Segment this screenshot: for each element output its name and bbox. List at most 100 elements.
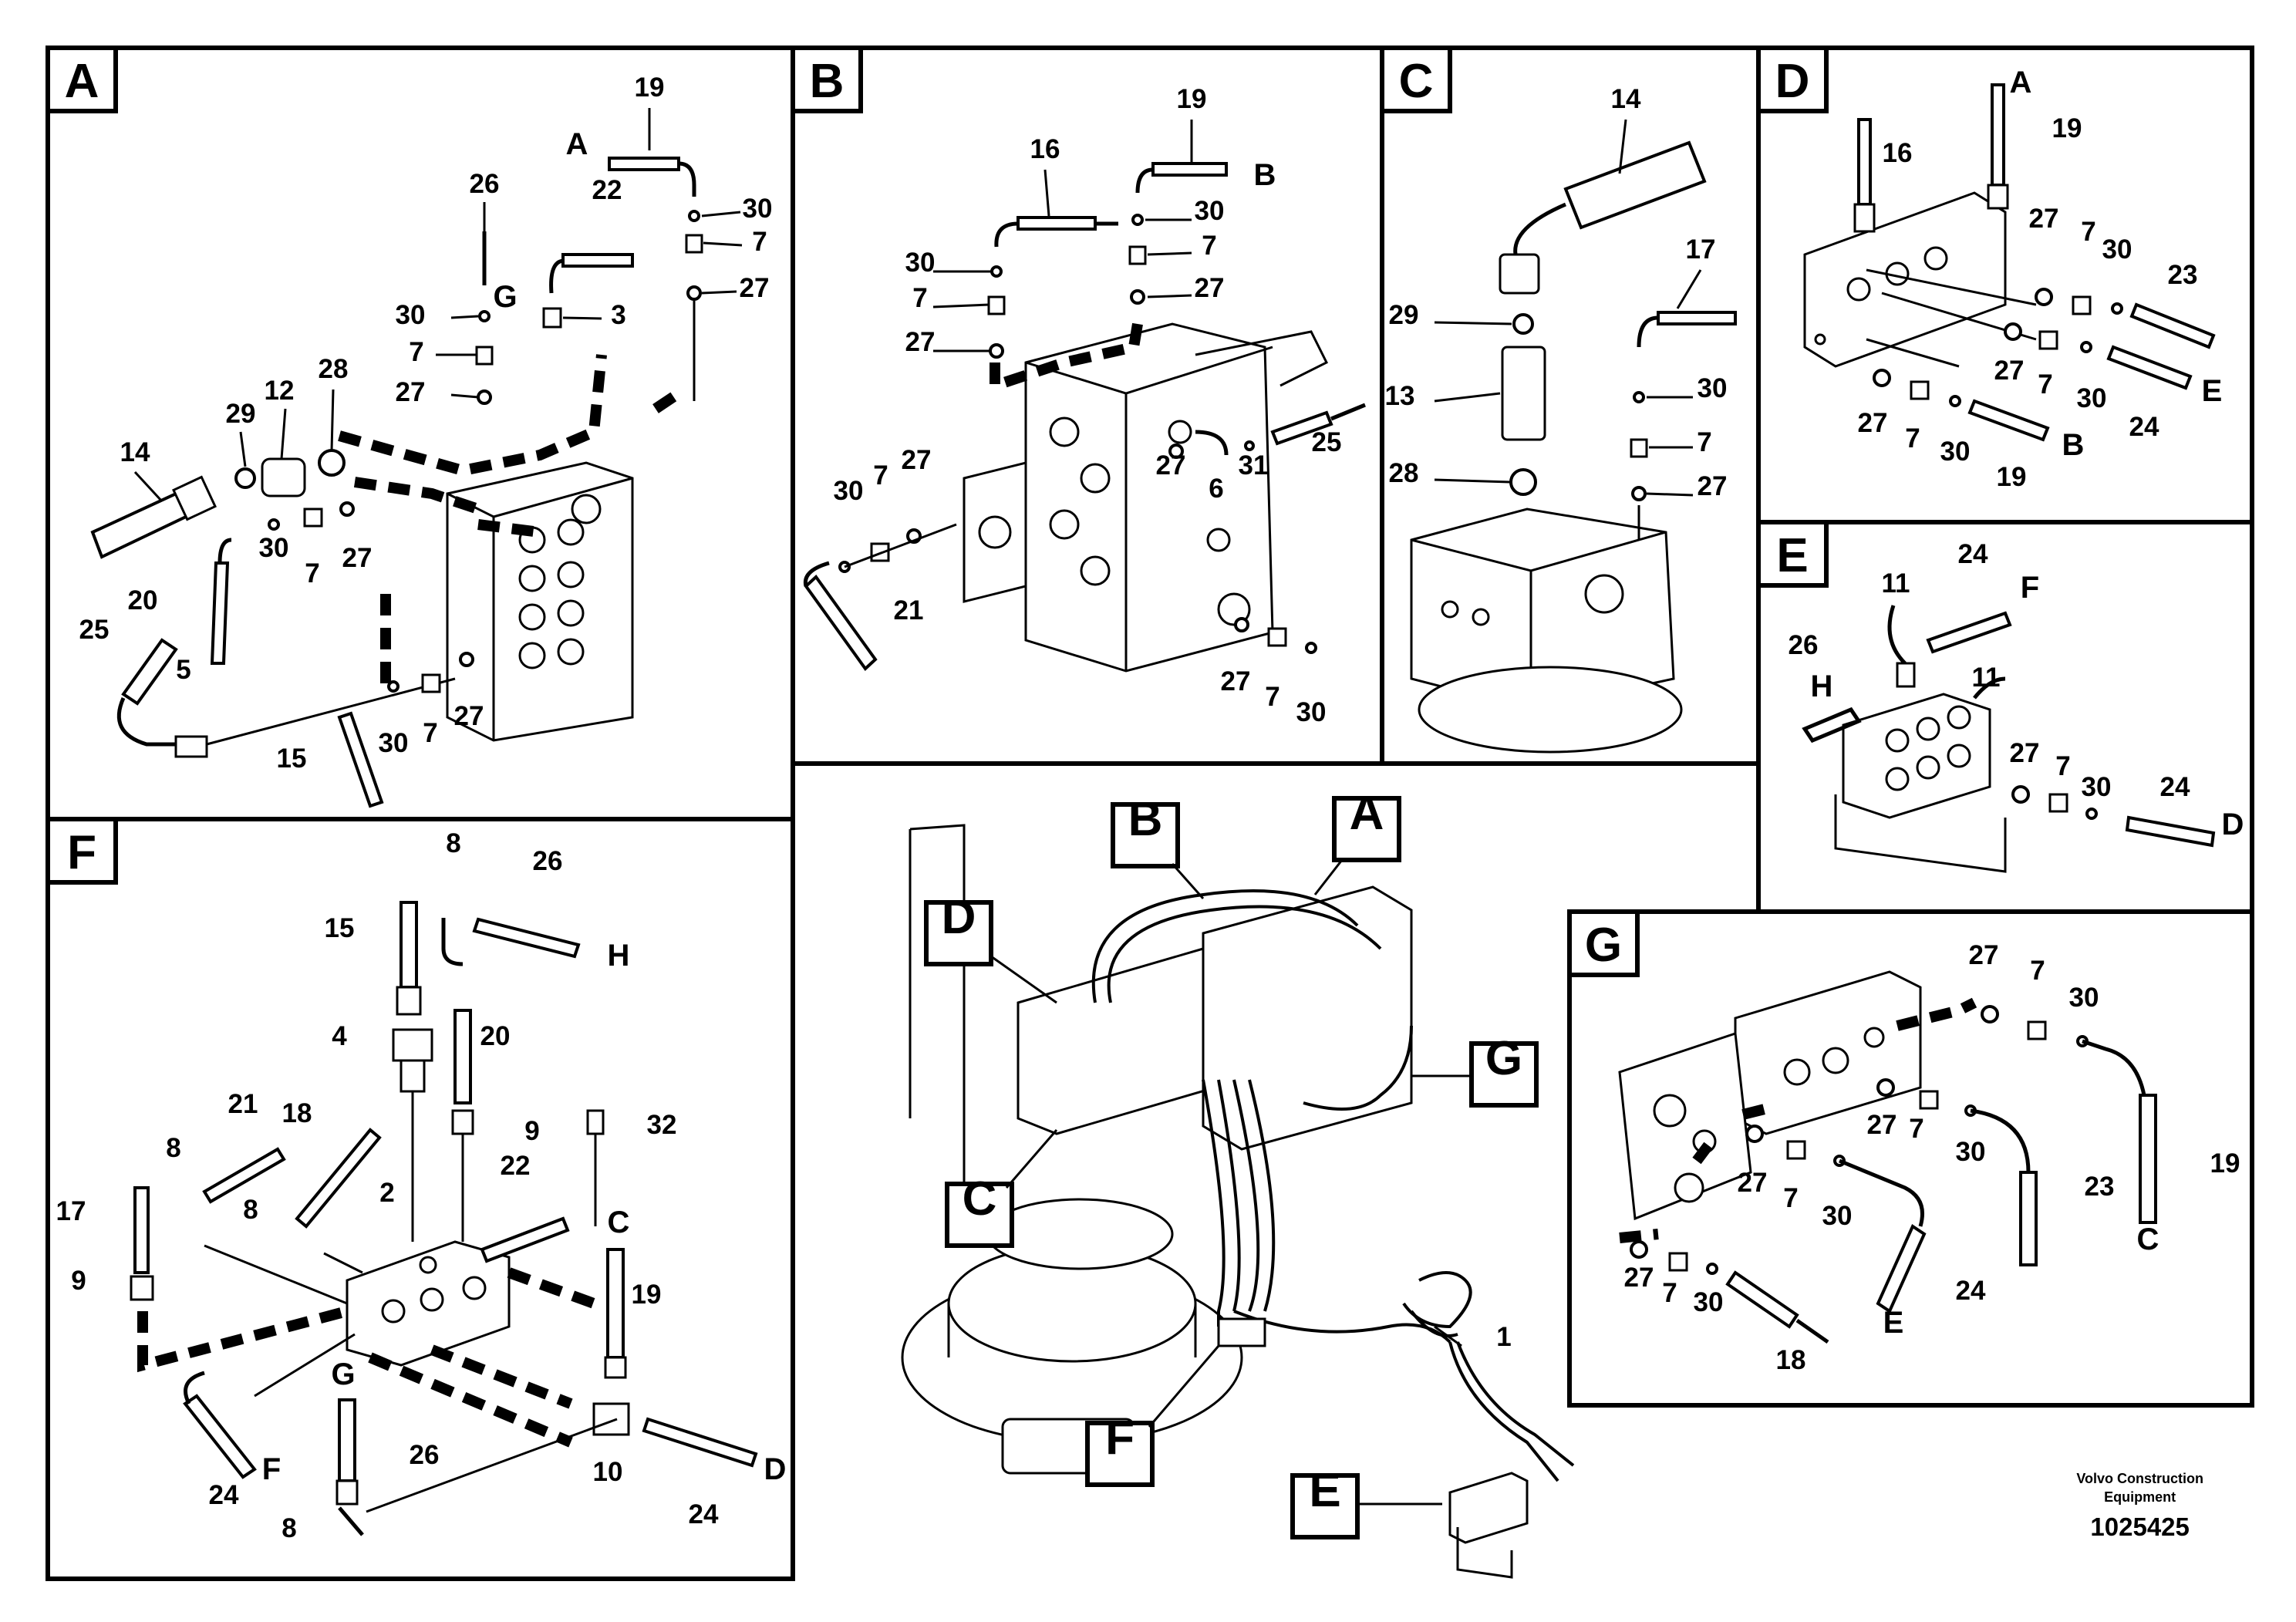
panel-f-frame (46, 817, 795, 1581)
panel-f-callout: 10 (593, 1457, 623, 1487)
overview-drawing (901, 824, 1575, 1579)
panel-a-callout: 12 (265, 376, 295, 406)
panel-e-callout: D (2222, 808, 2244, 841)
panel-g-callout: E (1883, 1306, 1904, 1340)
panel-a-drawing (90, 108, 743, 808)
panel-a-callout: 14 (120, 437, 150, 467)
panel-g-callout: 27 (1738, 1168, 1768, 1198)
panel-d-callout: 23 (2168, 260, 2198, 290)
panel-b-callout: 31 (1239, 450, 1269, 481)
panel-f-callout: 2 (379, 1178, 394, 1208)
panel-g-frame (1567, 909, 2254, 1408)
panel-f-callout: 24 (689, 1499, 719, 1529)
panel-f-drawing (130, 901, 758, 1536)
panel-f-callout: 8 (243, 1195, 258, 1225)
panel-c-callout: 27 (1698, 471, 1728, 501)
footer: Volvo Construction Equipment 1025425 (2076, 1469, 2203, 1542)
panel-f-callout: 26 (410, 1440, 440, 1470)
panel-a-callout: 7 (752, 227, 767, 257)
panel-f-callout: D (764, 1452, 787, 1486)
panel-f-callout: F (262, 1452, 281, 1486)
panel-d-label: D (1775, 55, 1810, 108)
panel-a-callout: 30 (743, 194, 773, 224)
panel-c-callout: 14 (1611, 84, 1641, 114)
document-number: 1025425 (2090, 1512, 2190, 1541)
panel-e-callout: 26 (1789, 630, 1819, 660)
panel-b-callout: 27 (902, 445, 932, 475)
panel-a-callout: 30 (259, 533, 289, 563)
overview-callout-d: D (942, 891, 976, 944)
panel-b-label: B (810, 55, 845, 108)
panel-g-callout: 30 (2069, 983, 2099, 1013)
panel-g-callout: 18 (1776, 1345, 1806, 1375)
panel-b-callout: 21 (894, 595, 924, 626)
panel-g-callout: 7 (1783, 1183, 1798, 1213)
panel-g-callout: 27 (1867, 1110, 1897, 1140)
panel-a-callout: 27 (396, 377, 426, 407)
panel-g-callout: 27 (1624, 1263, 1654, 1293)
panel-corner-labels: A B C D E F G (46, 46, 1829, 977)
panel-c-callout: 30 (1698, 373, 1728, 403)
panel-a-callout: 15 (277, 744, 307, 774)
brand-line-1: Volvo Construction (2076, 1471, 2203, 1486)
panel-g-callout: 7 (1909, 1114, 1923, 1144)
panel-g-callout: 30 (1956, 1137, 1986, 1167)
panel-g-callout: 19 (2210, 1148, 2240, 1179)
panel-c-callout: 28 (1389, 458, 1419, 488)
panel-d-callout: 27 (2029, 204, 2059, 234)
panel-c-callout: 17 (1686, 234, 1716, 265)
panel-g-callout: 27 (1969, 940, 1999, 970)
panel-f-callout: H (608, 939, 630, 973)
panel-b-callout: 6 (1209, 474, 1223, 504)
panel-a-callout: 20 (128, 585, 158, 615)
panel-f-callout: 26 (533, 846, 563, 876)
panel-d-callout: 7 (2081, 217, 2095, 247)
panel-b-callout: 27 (905, 327, 936, 357)
panel-b-callout: 7 (1202, 231, 1216, 261)
panel-e-callout: F (2021, 571, 2039, 605)
panel-d-callout: 24 (2129, 412, 2159, 442)
panel-g-callout: 30 (1822, 1201, 1853, 1231)
panel-g-label: G (1585, 919, 1622, 972)
panel-c-callout: 29 (1389, 300, 1419, 330)
panel-g-callout: 7 (1662, 1278, 1677, 1308)
panel-overview-callout: 1 (1496, 1322, 1511, 1352)
panel-d-callout: 7 (1905, 423, 1920, 454)
panel-d-callout: B (2062, 428, 2085, 462)
panel-f-callout: 32 (647, 1110, 677, 1140)
panel-b-callout: 7 (1265, 682, 1279, 712)
panel-d-callout: 7 (2038, 369, 2052, 400)
overview-callout-e: E (1309, 1464, 1340, 1517)
panel-g-drawing (1618, 970, 2157, 1344)
panel-a-label: A (65, 55, 99, 108)
panel-a-callout: 27 (342, 543, 373, 573)
panel-f-callout: G (331, 1357, 355, 1391)
panel-g-callout: 23 (2085, 1172, 2115, 1202)
panel-b-callout: 30 (1195, 196, 1225, 226)
panel-e-callout: 11 (1972, 663, 2001, 693)
panel-e-callout: 27 (2010, 738, 2040, 768)
panel-a-callout: 26 (470, 169, 500, 199)
overview-callout-g: G (1485, 1032, 1522, 1085)
panel-d-callout: 30 (1940, 437, 1971, 467)
overview-callout-c: C (963, 1172, 997, 1226)
panel-d-drawing (1803, 83, 2216, 442)
panel-a-callout: 30 (396, 300, 426, 330)
panel-f-callout: 9 (524, 1116, 539, 1146)
panel-d-callout: 19 (1997, 462, 2027, 492)
panel-f-callout: C (608, 1206, 630, 1239)
overview-boxes (924, 796, 1539, 1539)
panel-d-callout: A (2010, 66, 2032, 99)
panel-f-callout: 22 (501, 1151, 531, 1181)
panel-e-callout: 11 (1882, 568, 1910, 599)
panel-a-callout: 7 (423, 718, 437, 748)
panel-g-callout: 7 (2030, 956, 2045, 986)
panel-f-callout: 8 (166, 1133, 180, 1163)
panel-b-callout: 27 (1156, 450, 1186, 481)
panel-f-callout: 4 (332, 1021, 347, 1051)
panel-a-callout: G (493, 280, 517, 314)
panel-f-callout: 8 (282, 1513, 296, 1543)
panel-f-callout: 18 (282, 1098, 312, 1128)
panel-c-callout: 13 (1385, 381, 1415, 411)
panel-g-callout: 30 (1694, 1287, 1724, 1317)
